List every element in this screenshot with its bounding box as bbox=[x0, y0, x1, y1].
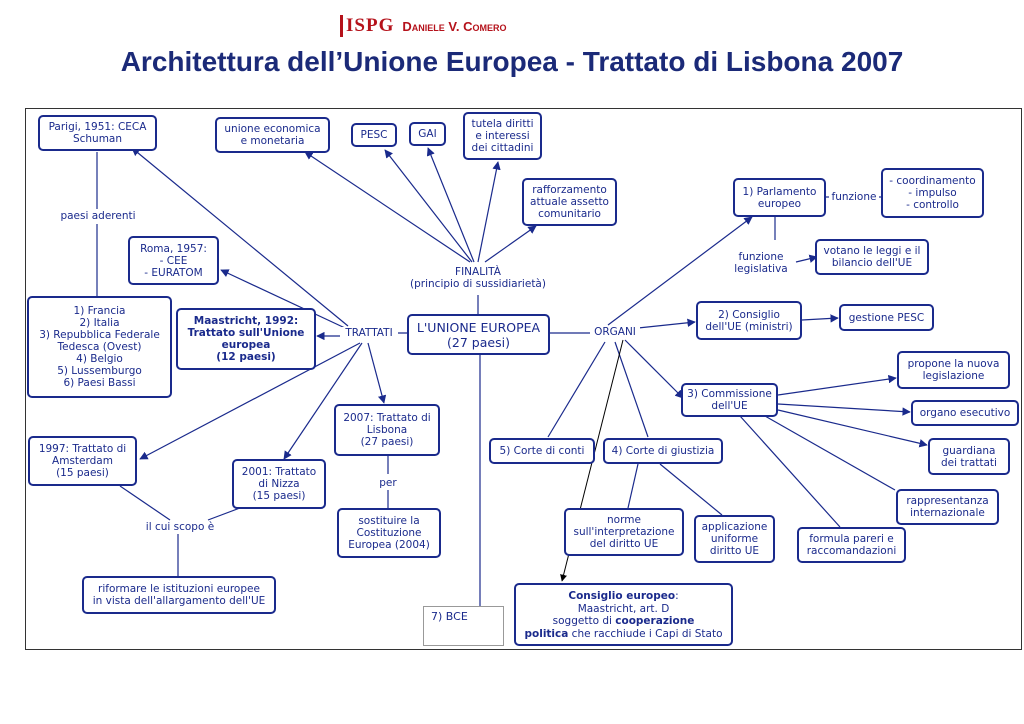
edge-commissione-esecutivo bbox=[777, 403, 911, 416]
rafforzamento-node: rafforzamento attuale assetto comunitari… bbox=[522, 178, 617, 226]
edge-nizza-scopo bbox=[207, 507, 241, 521]
corte-giustizia-node: 4) Corte di giustizia bbox=[603, 438, 723, 464]
edge-commissione-rappresentanza bbox=[764, 415, 896, 491]
nizza-node: 2001: Trattato di Nizza (15 paesi) bbox=[232, 459, 326, 509]
edge-consiglio-gestione bbox=[801, 314, 839, 323]
consiglio-europeo-node: Consiglio europeo: Maastricht, art. D so… bbox=[514, 583, 733, 646]
consiglio-europeo-line4: politica che racchiude i Capi di Stato bbox=[519, 628, 728, 641]
edge-finalita-tutela bbox=[477, 161, 501, 263]
edge-finalita-rafforzamento bbox=[484, 225, 537, 263]
amsterdam-node: 1997: Trattato di Amsterdam (15 paesi) bbox=[28, 436, 137, 486]
funzione-label: funzione bbox=[829, 191, 879, 203]
organi-label: ORGANI bbox=[590, 326, 640, 338]
funzione-legislativa-label: funzione legislativa bbox=[730, 251, 792, 275]
rappresentanza-node: rappresentanza internazionale bbox=[896, 489, 999, 525]
commissione-node: 3) Commissione dell'UE bbox=[681, 383, 778, 417]
guardiana-node: guardiana dei trattati bbox=[928, 438, 1010, 475]
cui-scopo-label: il cui scopo è bbox=[138, 521, 222, 533]
consiglio-europeo-line1: Consiglio europeo: bbox=[568, 590, 679, 602]
logo: ISPG Daniele V. Comero bbox=[340, 14, 506, 38]
edge-organi-consiglio bbox=[637, 318, 696, 329]
consiglio-europeo-line3: soggetto di cooperazione bbox=[519, 615, 728, 628]
logo-bar bbox=[340, 15, 343, 37]
edge-finalita-pesc bbox=[384, 149, 473, 263]
edge-finalita-gai bbox=[426, 147, 475, 263]
diagram-frame bbox=[25, 108, 1022, 650]
parigi-node: Parigi, 1951: CECA Schuman bbox=[38, 115, 157, 151]
paesi-list-node: 1) Francia 2) Italia 3) Repubblica Feder… bbox=[27, 296, 172, 398]
consiglio-europeo-line2: Maastricht, art. D bbox=[577, 602, 670, 615]
edge-organi-parlamento bbox=[607, 216, 753, 326]
roma-node: Roma, 1957: - CEE - EURATOM bbox=[128, 236, 219, 285]
edge-corte-norme bbox=[627, 463, 639, 509]
logo-text: ISPG bbox=[346, 15, 395, 36]
tutela-node: tutela diritti e interessi dei cittadini bbox=[463, 112, 542, 160]
gai-node: GAI bbox=[409, 122, 446, 146]
edge-organi-corte-giustizia bbox=[614, 341, 649, 438]
unione-economica-node: unione economica e monetaria bbox=[215, 117, 330, 153]
edge-organi-corte-conti bbox=[547, 341, 606, 438]
page-title: Architettura dell’Unione Europea - Tratt… bbox=[120, 46, 904, 77]
edge-commissione-guardiana bbox=[777, 409, 928, 448]
consiglio-europeo-bold2: politica bbox=[524, 627, 569, 640]
author-name: Daniele V. Comero bbox=[402, 18, 507, 34]
edge-corte-applicazione bbox=[659, 463, 723, 516]
lisbona-node: 2007: Trattato di Lisbona (27 paesi) bbox=[334, 404, 440, 456]
parlamento-node: 1) Parlamento europeo bbox=[733, 178, 826, 217]
consiglio-europeo-text2: che racchiude i Capi di Stato bbox=[568, 627, 723, 640]
pesc-node: PESC bbox=[351, 123, 397, 147]
riformare-node: riformare le istituzioni europee in vist… bbox=[82, 576, 276, 614]
coordinamento-node: - coordinamento - impulso - controllo bbox=[881, 168, 984, 218]
edge-trattati-nizza bbox=[283, 342, 363, 460]
sostituire-node: sostituire la Costituzione Europea (2004… bbox=[337, 508, 441, 558]
edge-trattati-parigi bbox=[131, 147, 349, 327]
votano-node: votano le leggi e il bilancio dell'UE bbox=[815, 239, 929, 275]
edge-legislativa-votano bbox=[795, 254, 818, 263]
edge-trattati-lisbona bbox=[367, 342, 387, 404]
edge-commissione-formula bbox=[739, 415, 841, 528]
center-node: L'UNIONE EUROPEA (27 paesi) bbox=[407, 314, 550, 355]
edge-amsterdam-scopo bbox=[119, 485, 171, 521]
paesi-aderenti-label: paesi aderenti bbox=[52, 210, 144, 222]
maastricht-node: Maastricht, 1992: Trattato sull'Unione e… bbox=[176, 308, 316, 370]
edge-finalita-unione bbox=[304, 151, 471, 263]
consiglio-ue-node: 2) Consiglio dell'UE (ministri) bbox=[696, 301, 802, 340]
finalita-label: FINALITÀ (principio di sussidiarietà) bbox=[403, 266, 553, 290]
applicazione-node: applicazione uniforme diritto UE bbox=[694, 515, 775, 563]
propone-node: propone la nuova legislazione bbox=[897, 351, 1010, 389]
organo-esecutivo-node: organo esecutivo bbox=[911, 400, 1019, 426]
consiglio-europeo-text: soggetto di bbox=[552, 615, 616, 627]
gestione-pesc-node: gestione PESC bbox=[839, 304, 934, 331]
edge-trattati-roma bbox=[220, 269, 346, 329]
corte-conti-node: 5) Corte di conti bbox=[489, 438, 595, 464]
edge-trattati-amsterdam bbox=[139, 342, 361, 460]
edge-commissione-propone bbox=[777, 374, 897, 396]
bce-node: 7) BCE bbox=[423, 606, 504, 646]
formula-node: formula pareri e raccomandazioni bbox=[797, 527, 906, 563]
consiglio-europeo-title: Consiglio europeo bbox=[568, 590, 676, 602]
trattati-label: TRATTATI bbox=[340, 327, 398, 339]
per-label: per bbox=[376, 477, 400, 489]
consiglio-europeo-bold: cooperazione bbox=[615, 615, 695, 627]
norme-node: norme sull'interpretazione del diritto U… bbox=[564, 508, 684, 556]
edge-organi-commissione bbox=[624, 339, 684, 399]
